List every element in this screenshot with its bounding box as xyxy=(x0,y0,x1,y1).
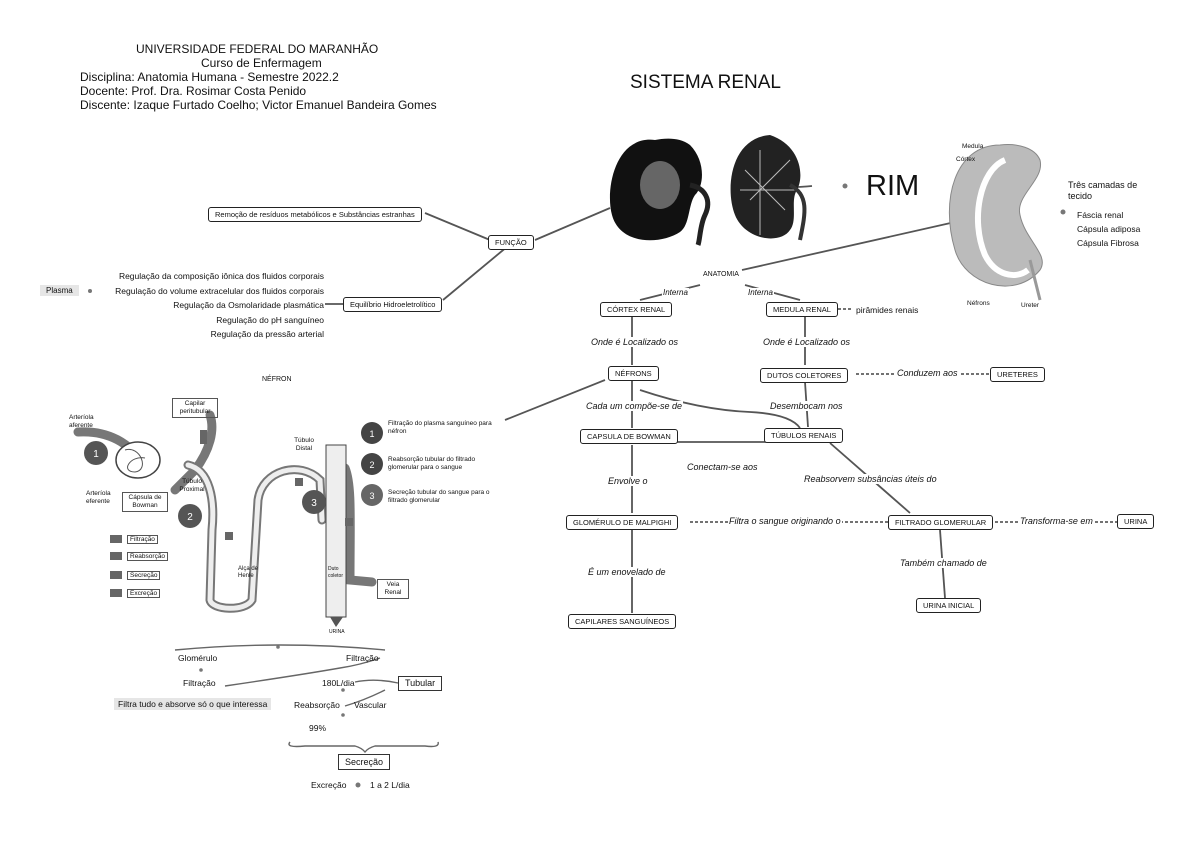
label-tubulo-distal: Túbulo Distal xyxy=(294,437,314,452)
label-veia-renal: Veia Renal xyxy=(377,579,409,599)
page-title: SISTEMA RENAL xyxy=(630,72,781,93)
label-arteriola-aferente: Arteríola aferente xyxy=(69,414,94,429)
label-cortex: Córtex xyxy=(956,156,976,163)
label-alca-henle: Alça de Henle xyxy=(238,566,259,579)
conectam-label: Conectam-se aos xyxy=(686,462,759,472)
reabsorvem-label: Reabsorvem subsâncias úteis do xyxy=(803,474,938,484)
label-capilar-peritubular: Capilar peritubular xyxy=(172,398,218,418)
piramides-label: pirâmides renais xyxy=(856,305,919,315)
bottom-volume: 180L/dia xyxy=(322,678,355,688)
step-1-text: Filtração do plasma sanguíneo para néfro… xyxy=(388,420,492,435)
layer-item: Fáscia renal xyxy=(1077,210,1124,220)
transforma-label: Transforma-se em xyxy=(1019,516,1094,526)
conduzem-label: Conduzem aos xyxy=(896,368,959,378)
regulation-item: Regulação da Osmolaridade plasmática xyxy=(173,300,324,310)
regulation-item: Regulação do volume extracelular dos flu… xyxy=(115,286,324,296)
bottom-secrecao: Secreção xyxy=(338,754,391,770)
envolve-label: Envolve o xyxy=(607,476,649,486)
onde-label: Onde é Localizado os xyxy=(762,337,852,347)
funcao-node: FUNÇÃO xyxy=(488,235,534,250)
cortex-node: CÓRTEX RENAL xyxy=(600,302,673,317)
label-urina: URINA xyxy=(329,629,345,635)
svg-text:1: 1 xyxy=(93,449,99,460)
bottom-pct: 99% xyxy=(309,723,327,733)
label-duto-coletor: Duto coletor xyxy=(328,566,344,579)
course-name: Curso de Enfermagem xyxy=(201,56,322,70)
cada-um-label: Cada um compõe-se de xyxy=(585,401,684,411)
kidney-left-icon xyxy=(609,138,711,246)
bottom-excrecao: Excreção xyxy=(311,780,347,790)
onde-label: Onde é Localizado os xyxy=(590,337,680,347)
capsula-node: CAPSULA DE BOWMAN xyxy=(580,429,678,444)
legend-excrecao: Excreção xyxy=(127,589,161,598)
interna-label: Interna xyxy=(747,288,774,297)
step-3-text: Secreção tubular do sangue para o filtra… xyxy=(388,489,490,504)
envelado-label: É um enovelado de xyxy=(587,567,667,577)
layer-item: Cápsula Fibrosa xyxy=(1077,238,1139,248)
svg-text:3: 3 xyxy=(311,498,317,509)
urina-inicial-node: URINA INICIAL xyxy=(916,598,982,613)
kidney-right-icon xyxy=(730,135,807,241)
tambem-label: Também chamado de xyxy=(899,558,988,568)
university-name: UNIVERSIDADE FEDERAL DO MARANHÃO xyxy=(136,42,379,56)
glomerulo-node: GLOMÉRULO DE MALPIGHI xyxy=(566,515,679,530)
label-capsula-bowman: Cápsula de Bowman xyxy=(122,492,168,512)
filtra-label: Filtra o sangue originando o xyxy=(728,516,842,526)
nefron-title: NÉFRON xyxy=(262,376,292,383)
bottom-filtra-tudo: Filtra tudo e absorve só o que interessa xyxy=(114,698,272,710)
ureteres-node: URETERES xyxy=(990,367,1045,382)
regulation-item: Regulação da composição iônica dos fluid… xyxy=(118,271,324,281)
svg-text:3: 3 xyxy=(369,491,374,501)
equilibrio-node: Equilíbrio Hidroeletrolítico xyxy=(343,297,443,312)
bottom-filtracao-left: Filtração xyxy=(183,678,216,688)
label-nefrons: Néfrons xyxy=(967,300,990,307)
kidney-section-icon xyxy=(948,144,1043,301)
bottom-glomerulo: Glomérulo xyxy=(178,653,218,663)
header-block: UNIVERSIDADE FEDERAL DO MARANHÃO Curso d… xyxy=(80,42,450,112)
svg-text:1: 1 xyxy=(369,429,374,439)
bottom-filtracao-top: Filtração xyxy=(346,653,379,663)
students-text: Discente: Izaque Furtado Coelho; Victor … xyxy=(80,98,437,112)
bottom-tubular: Tubular xyxy=(398,676,443,691)
desembocam-label: Desembocam nos xyxy=(769,401,844,411)
rim-label: RIM xyxy=(866,170,920,202)
legend-secrecao: Secreção xyxy=(127,571,161,580)
urina-node: URINA xyxy=(1117,514,1155,529)
dutos-node: DUTOS COLETORES xyxy=(760,368,849,383)
filtrado-node: FILTRADO GLOMERULAR xyxy=(888,515,994,530)
regulation-item: Regulação do pH sanguíneo xyxy=(216,315,324,325)
removal-node: Remoção de resíduos metabólicos e Substâ… xyxy=(208,207,422,222)
bottom-reabsorcao: Reabsorção xyxy=(294,700,340,710)
svg-text:2: 2 xyxy=(187,512,193,523)
interna-label: Interna xyxy=(662,288,689,297)
label-ureter: Ureter xyxy=(1021,302,1040,309)
capilares-node: CAPILARES SANGUÍNEOS xyxy=(568,614,677,629)
legend-reabsorcao: Reabsorção xyxy=(127,552,169,561)
tubulos-node: TÚBULOS RENAIS xyxy=(764,428,844,443)
svg-text:2: 2 xyxy=(369,460,374,470)
step-2-text: Reabsorção tubular do filtrado glomerula… xyxy=(388,456,476,471)
medula-node: MEDULA RENAL xyxy=(766,302,838,317)
regulation-item: Regulação da pressão arterial xyxy=(210,329,324,339)
plasma-label: Plasma xyxy=(40,285,79,296)
layer-item: Cápsula adiposa xyxy=(1077,224,1141,234)
legend-filtracao: Filtração xyxy=(127,535,158,544)
discipline-text: Disciplina: Anatomia Humana - Semestre 2… xyxy=(80,70,339,84)
label-medula: Medula xyxy=(962,143,984,150)
bottom-vascular: Vascular xyxy=(354,700,387,710)
label-tubulo-proximal: Túbulo Proximal xyxy=(179,478,205,493)
anatomia-node: ANATOMIA xyxy=(703,271,739,278)
bottom-excrecao-value: 1 a 2 L/dia xyxy=(370,780,410,790)
layers-heading: Três camadas de tecido xyxy=(1068,180,1138,201)
teacher-text: Docente: Prof. Dra. Rosimar Costa Penido xyxy=(80,84,307,98)
nefrons-node: NÉFRONS xyxy=(608,366,659,381)
label-arteriola-eferente: Arteríola eferente xyxy=(86,490,111,505)
